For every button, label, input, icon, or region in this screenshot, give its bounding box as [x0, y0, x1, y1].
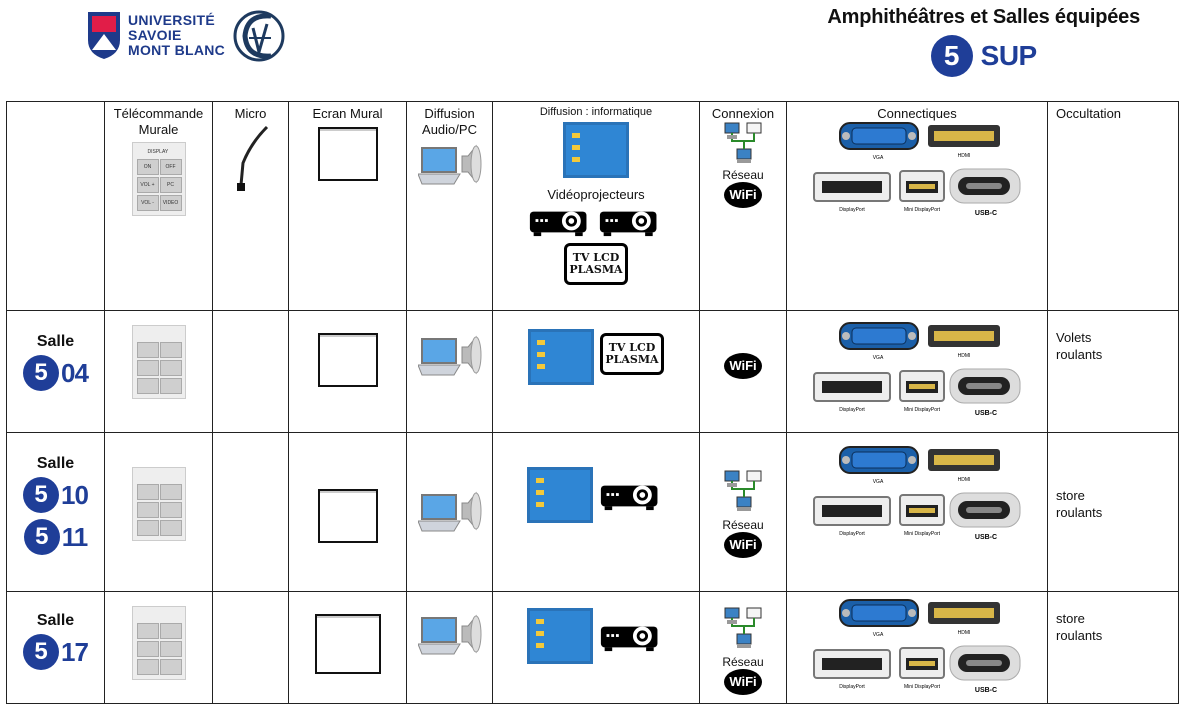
wifi-icon: WiFi [724, 182, 762, 208]
screen-cell [288, 591, 407, 704]
room-number: 04 [61, 357, 89, 388]
wifi-icon: WiFi [724, 353, 762, 379]
building-label: SUP [980, 40, 1038, 71]
wall-screen-icon [317, 489, 378, 543]
remote-cell [104, 310, 213, 433]
header-micro: Micro [212, 101, 289, 311]
room-badge: 5 [23, 634, 60, 670]
diffusion-cell [492, 591, 700, 704]
remote-cell [104, 432, 213, 592]
header-diffusion-info: Diffusion : informatique Vidéoprojecteur… [492, 101, 700, 311]
connectors-cell [786, 591, 1048, 704]
laptop-speaker-icon [418, 138, 482, 190]
header-connexion: Connexion Réseau WiFi [699, 101, 787, 311]
connectors-icon [812, 121, 1022, 221]
room-number: 17 [61, 636, 89, 667]
room-badge: 5 [23, 355, 60, 391]
header-ecran: Ecran Mural [288, 101, 407, 311]
audio-cell [406, 591, 493, 704]
usmb-logo: UNIVERSITÉ SAVOIE MONT BLANC [86, 10, 225, 60]
connexion-cell: WiFi [699, 310, 787, 433]
laptop-speaker-icon [418, 608, 482, 660]
micro-cell [212, 432, 289, 592]
connectors-icon [812, 445, 1022, 545]
room-badge: 5 [23, 477, 60, 513]
computer-screen-icon [527, 467, 593, 523]
computer-screen-icon [528, 329, 594, 385]
table-row: Salle 5 10 5 11 Réseau WiFi [6, 432, 1179, 592]
connectors-cell [786, 432, 1048, 592]
occultation-cell: store roulants [1047, 591, 1179, 704]
audio-cell [406, 310, 493, 433]
wall-screen-icon [314, 614, 381, 674]
tv-lcd-icon: TV LCD PLASMA [600, 333, 664, 375]
micro-cell [212, 310, 289, 433]
header-occultation: Occultation [1047, 101, 1179, 311]
header-connectiques: Connectiques [786, 101, 1048, 311]
screen-cell [288, 432, 407, 592]
projector-icon [599, 619, 665, 653]
microphone-icon [231, 123, 271, 193]
wall-screen-icon [317, 127, 378, 181]
connectors-cell [786, 310, 1048, 433]
projector-icon [528, 204, 594, 238]
screen-cell [288, 310, 407, 433]
cav-logo [233, 10, 285, 62]
wall-screen-icon [317, 333, 378, 387]
table-row: Salle 5 04 TV LCD PLASMA WiFi Volets rou… [6, 310, 1179, 433]
occultation-cell: store roulants [1047, 432, 1179, 592]
remote-icon [131, 606, 186, 680]
network-icon [723, 469, 763, 513]
room-number: 10 [61, 479, 89, 510]
network-icon [723, 606, 763, 650]
laptop-speaker-icon [418, 485, 482, 537]
occultation-cell: Volets roulants [1047, 310, 1179, 433]
wifi-icon: WiFi [724, 669, 762, 695]
remote-cell [104, 591, 213, 704]
micro-cell [212, 591, 289, 704]
usmb-name: UNIVERSITÉ SAVOIE MONT BLANC [128, 11, 226, 58]
header-salle-empty [6, 101, 105, 311]
connectors-icon [812, 321, 1022, 421]
diffusion-cell: TV LCD PLASMA [492, 310, 700, 433]
building-badge: 5 [930, 35, 973, 77]
diffusion-cell [492, 432, 700, 592]
projector-icon [599, 478, 665, 512]
page-title: Amphithéâtres et Salles équipées [827, 6, 1140, 28]
audio-cell [406, 432, 493, 592]
room-badge: 5 [23, 519, 60, 555]
shield-icon [88, 12, 120, 59]
equipment-table: Télécommande Murale DISPLAY ON OFF VOL +… [6, 101, 1179, 704]
projector-icon [598, 204, 664, 238]
tv-lcd-icon: TV LCD PLASMA [564, 243, 628, 285]
connexion-cell: Réseau WiFi [699, 432, 787, 592]
header-row: Télécommande Murale DISPLAY ON OFF VOL +… [6, 101, 1179, 311]
computer-screen-icon [527, 608, 593, 664]
salle-cell: Salle 5 04 [6, 310, 105, 433]
header-diffusion-audio: Diffusion Audio/PC [406, 101, 493, 311]
remote-icon [131, 325, 186, 399]
header-telecommande: Télécommande Murale DISPLAY ON OFF VOL +… [104, 101, 213, 311]
connectors-icon [812, 598, 1022, 698]
salle-cell: Salle 5 10 5 11 [6, 432, 105, 592]
laptop-speaker-icon [418, 329, 482, 381]
salle-cell: Salle 5 17 [6, 591, 105, 704]
wifi-icon: WiFi [724, 532, 762, 558]
connexion-cell: Réseau WiFi [699, 591, 787, 704]
remote-icon [131, 467, 186, 541]
table-row: Salle 5 17 Réseau WiFi store roulants [6, 591, 1179, 704]
title-block: Amphithéâtres et Salles équipées 5 SUP [827, 6, 1140, 77]
network-icon [723, 121, 763, 165]
computer-screen-icon [563, 122, 629, 178]
remote-icon: DISPLAY ON OFF VOL + PC VOL - VIDEO [131, 142, 186, 216]
building-tag: 5 SUP [827, 35, 1140, 77]
room-number: 11 [61, 521, 88, 552]
